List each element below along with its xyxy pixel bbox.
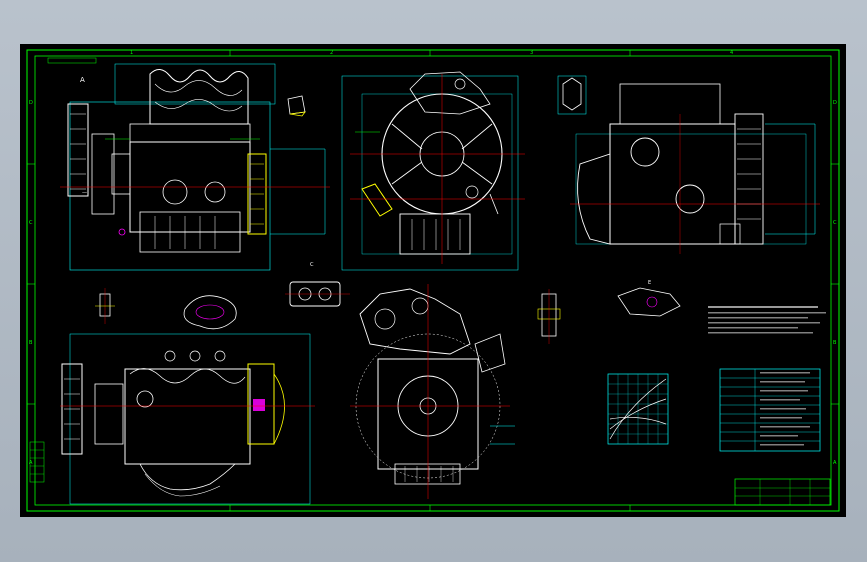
engine-side-view[interactable] (341, 71, 525, 271)
bolt-detail[interactable] (95, 288, 115, 324)
column-marker: 4 (730, 50, 733, 56)
row-marker: C (833, 220, 837, 226)
drawing-number-box (47, 57, 97, 64)
row-marker: A (29, 460, 33, 466)
view-c-label: C (310, 262, 314, 268)
outer-border (26, 49, 840, 512)
row-marker: A (833, 460, 837, 466)
view-e-label: E (648, 280, 651, 286)
row-marker: B (833, 340, 837, 346)
detail-bracket[interactable] (287, 95, 306, 117)
column-marker: 1 (130, 50, 133, 56)
svg-text:—: — (82, 190, 87, 196)
performance-chart[interactable] (607, 373, 669, 445)
specification-table[interactable] (719, 368, 821, 452)
row-marker: B (29, 340, 33, 346)
column-marker: 3 (530, 50, 533, 56)
row-marker: D (833, 100, 837, 106)
gasket-detail[interactable] (183, 295, 237, 330)
detail-d[interactable] (537, 289, 561, 344)
engine-front-view[interactable]: — A (60, 63, 330, 271)
column-marker: 2 (330, 50, 333, 56)
view-a-label: A (80, 76, 85, 84)
technical-notes (708, 306, 826, 334)
inner-border (34, 55, 832, 506)
engine-assembly-drawing: 1 2 3 4 D C B A D C B A (26, 49, 840, 512)
cad-viewport[interactable]: 1 2 3 4 D C B A D C B A (20, 44, 846, 517)
engine-top-view[interactable] (60, 333, 315, 505)
engine-rear-view[interactable] (557, 75, 820, 254)
detail-c[interactable]: C (285, 262, 350, 307)
engine-front-section[interactable] (350, 284, 515, 499)
row-marker: C (29, 220, 33, 226)
title-block[interactable] (734, 478, 831, 506)
row-marker: D (29, 100, 33, 106)
detail-e[interactable]: E (617, 280, 681, 317)
left-legend (29, 441, 45, 483)
